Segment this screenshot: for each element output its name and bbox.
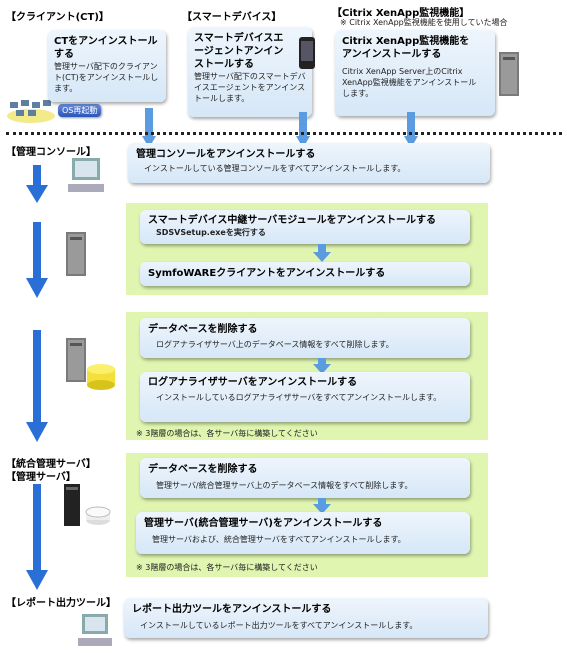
sd-title: スマートデバイスエージェントアンインストールする	[194, 33, 284, 70]
ms-desc: 管理サーバおよび、統合管理サーバをすべてアンインストールします。	[152, 535, 406, 544]
relay-server-icon	[66, 232, 86, 276]
la-title: ログアナライザサーバをアンインストールする	[148, 377, 358, 388]
report-desc: インストールしているレポート出力ツールをすべてアンインストールします。	[140, 621, 418, 630]
citrix-uninstall-box: Citrix XenApp監視機能をアンインストールする Citrix XenA…	[335, 30, 495, 116]
label-integrated: 【統合管理サーバ】	[6, 459, 96, 470]
database-icon	[87, 364, 115, 390]
arrow-ct-down	[142, 108, 156, 148]
relay-title: スマートデバイス中継サーバモジュールをアンインストールする	[148, 215, 436, 226]
os-restart-button[interactable]: OS再起動	[58, 104, 102, 117]
db2-title: データベースを削除する	[148, 464, 258, 475]
console-uninstall-box: 管理コンソールをアンインストールする インストールしている管理コンソールをすべて…	[128, 143, 490, 183]
label-client: 【クライアント(CT)】	[6, 12, 109, 23]
ct-title: CTをアンインストールする	[54, 36, 158, 60]
sd-uninstall-box: スマートデバイスエージェントアンインストールする 管理サーバ配下のスマートデバイ…	[188, 27, 312, 117]
note-3tier-1: ※ 3階層の場合は、各サーバ毎に構築してください	[136, 429, 318, 438]
ms-server-icon	[64, 484, 111, 526]
arrow-db1-down	[313, 358, 331, 374]
report-uninstall-box: レポート出力ツールをアンインストールする インストールしているレポート出力ツール…	[124, 598, 488, 638]
label-console: 【管理コンソール】	[6, 147, 96, 158]
ct-desc: 管理サーバ配下のクライアント(CT)をアンインストールします。	[54, 62, 159, 93]
label-citrix: 【Citrix XenApp監視機能】	[332, 8, 470, 19]
arrow-relay-down	[313, 244, 331, 262]
ct-uninstall-box: CTをアンインストールする 管理サーバ配下のクライアント(CT)をアンインストー…	[48, 30, 166, 102]
arrow-cx-down	[404, 112, 418, 148]
db2-delete-box: データベースを削除する 管理サーバ/統合管理サーバ上のデータベース情報をすべて削…	[140, 458, 470, 498]
report-title: レポート出力ツールをアンインストールする	[132, 604, 332, 615]
client-pcs-icon	[7, 100, 55, 123]
arrow-db2-down	[313, 498, 331, 514]
flow-arrow-1	[26, 165, 48, 203]
label-smart-device: 【スマートデバイス】	[182, 12, 282, 23]
pc-icon	[68, 158, 104, 192]
console-title: 管理コンソールをアンインストールする	[136, 149, 316, 160]
flow-arrow-2	[26, 222, 48, 298]
cx-title: Citrix XenApp監視機能をアンインストールする	[342, 36, 470, 60]
note-3tier-2: ※ 3階層の場合は、各サーバ毎に構築してください	[136, 563, 318, 572]
db1-title: データベースを削除する	[148, 324, 258, 335]
report-pc-icon	[78, 614, 112, 646]
symfo-uninstall-box: SymfoWAREクライアントをアンインストールする	[140, 262, 470, 286]
server-icon	[499, 52, 519, 96]
smartphone-icon	[299, 37, 315, 69]
arrow-sd-down	[296, 112, 310, 148]
la-server-icon	[66, 338, 86, 382]
db2-desc: 管理サーバ/統合管理サーバ上のデータベース情報をすべて削除します。	[156, 481, 413, 490]
relay-uninstall-box: スマートデバイス中継サーバモジュールをアンインストールする SDSVSetup.…	[140, 210, 470, 244]
la-uninstall-box: ログアナライザサーバをアンインストールする インストールしているログアナライザサ…	[140, 372, 470, 422]
console-desc: インストールしている管理コンソールをすべてアンインストールします。	[144, 164, 406, 173]
db1-desc: ログアナライザサーバ上のデータベース情報をすべて削除します。	[156, 340, 394, 349]
db1-delete-box: データベースを削除する ログアナライザサーバ上のデータベース情報をすべて削除しま…	[140, 318, 470, 358]
label-report: 【レポート出力ツール】	[6, 598, 116, 609]
separator-line	[6, 132, 562, 135]
relay-desc: SDSVSetup.exeを実行する	[156, 228, 266, 237]
symfo-title: SymfoWAREクライアントをアンインストールする	[148, 268, 386, 279]
flow-arrow-3	[26, 330, 48, 442]
flow-arrow-4	[26, 484, 48, 590]
cx-desc: Citrix XenApp Server上のCitrix XenApp監視機能を…	[342, 67, 477, 98]
citrix-note: ※ Citrix XenApp監視機能を使用していた場合	[340, 18, 508, 27]
ms-uninstall-box: 管理サーバ(統合管理サーバ)をアンインストールする 管理サーバおよび、統合管理サ…	[136, 512, 470, 554]
la-desc: インストールしているログアナライザサーバをすべてアンインストールします。	[156, 393, 442, 402]
label-management-server: 【管理サーバ】	[6, 472, 76, 483]
ms-title: 管理サーバ(統合管理サーバ)をアンインストールする	[144, 518, 383, 529]
sd-desc: 管理サーバ配下のスマートデバイスエージェントをアンインストールします。	[194, 72, 306, 103]
